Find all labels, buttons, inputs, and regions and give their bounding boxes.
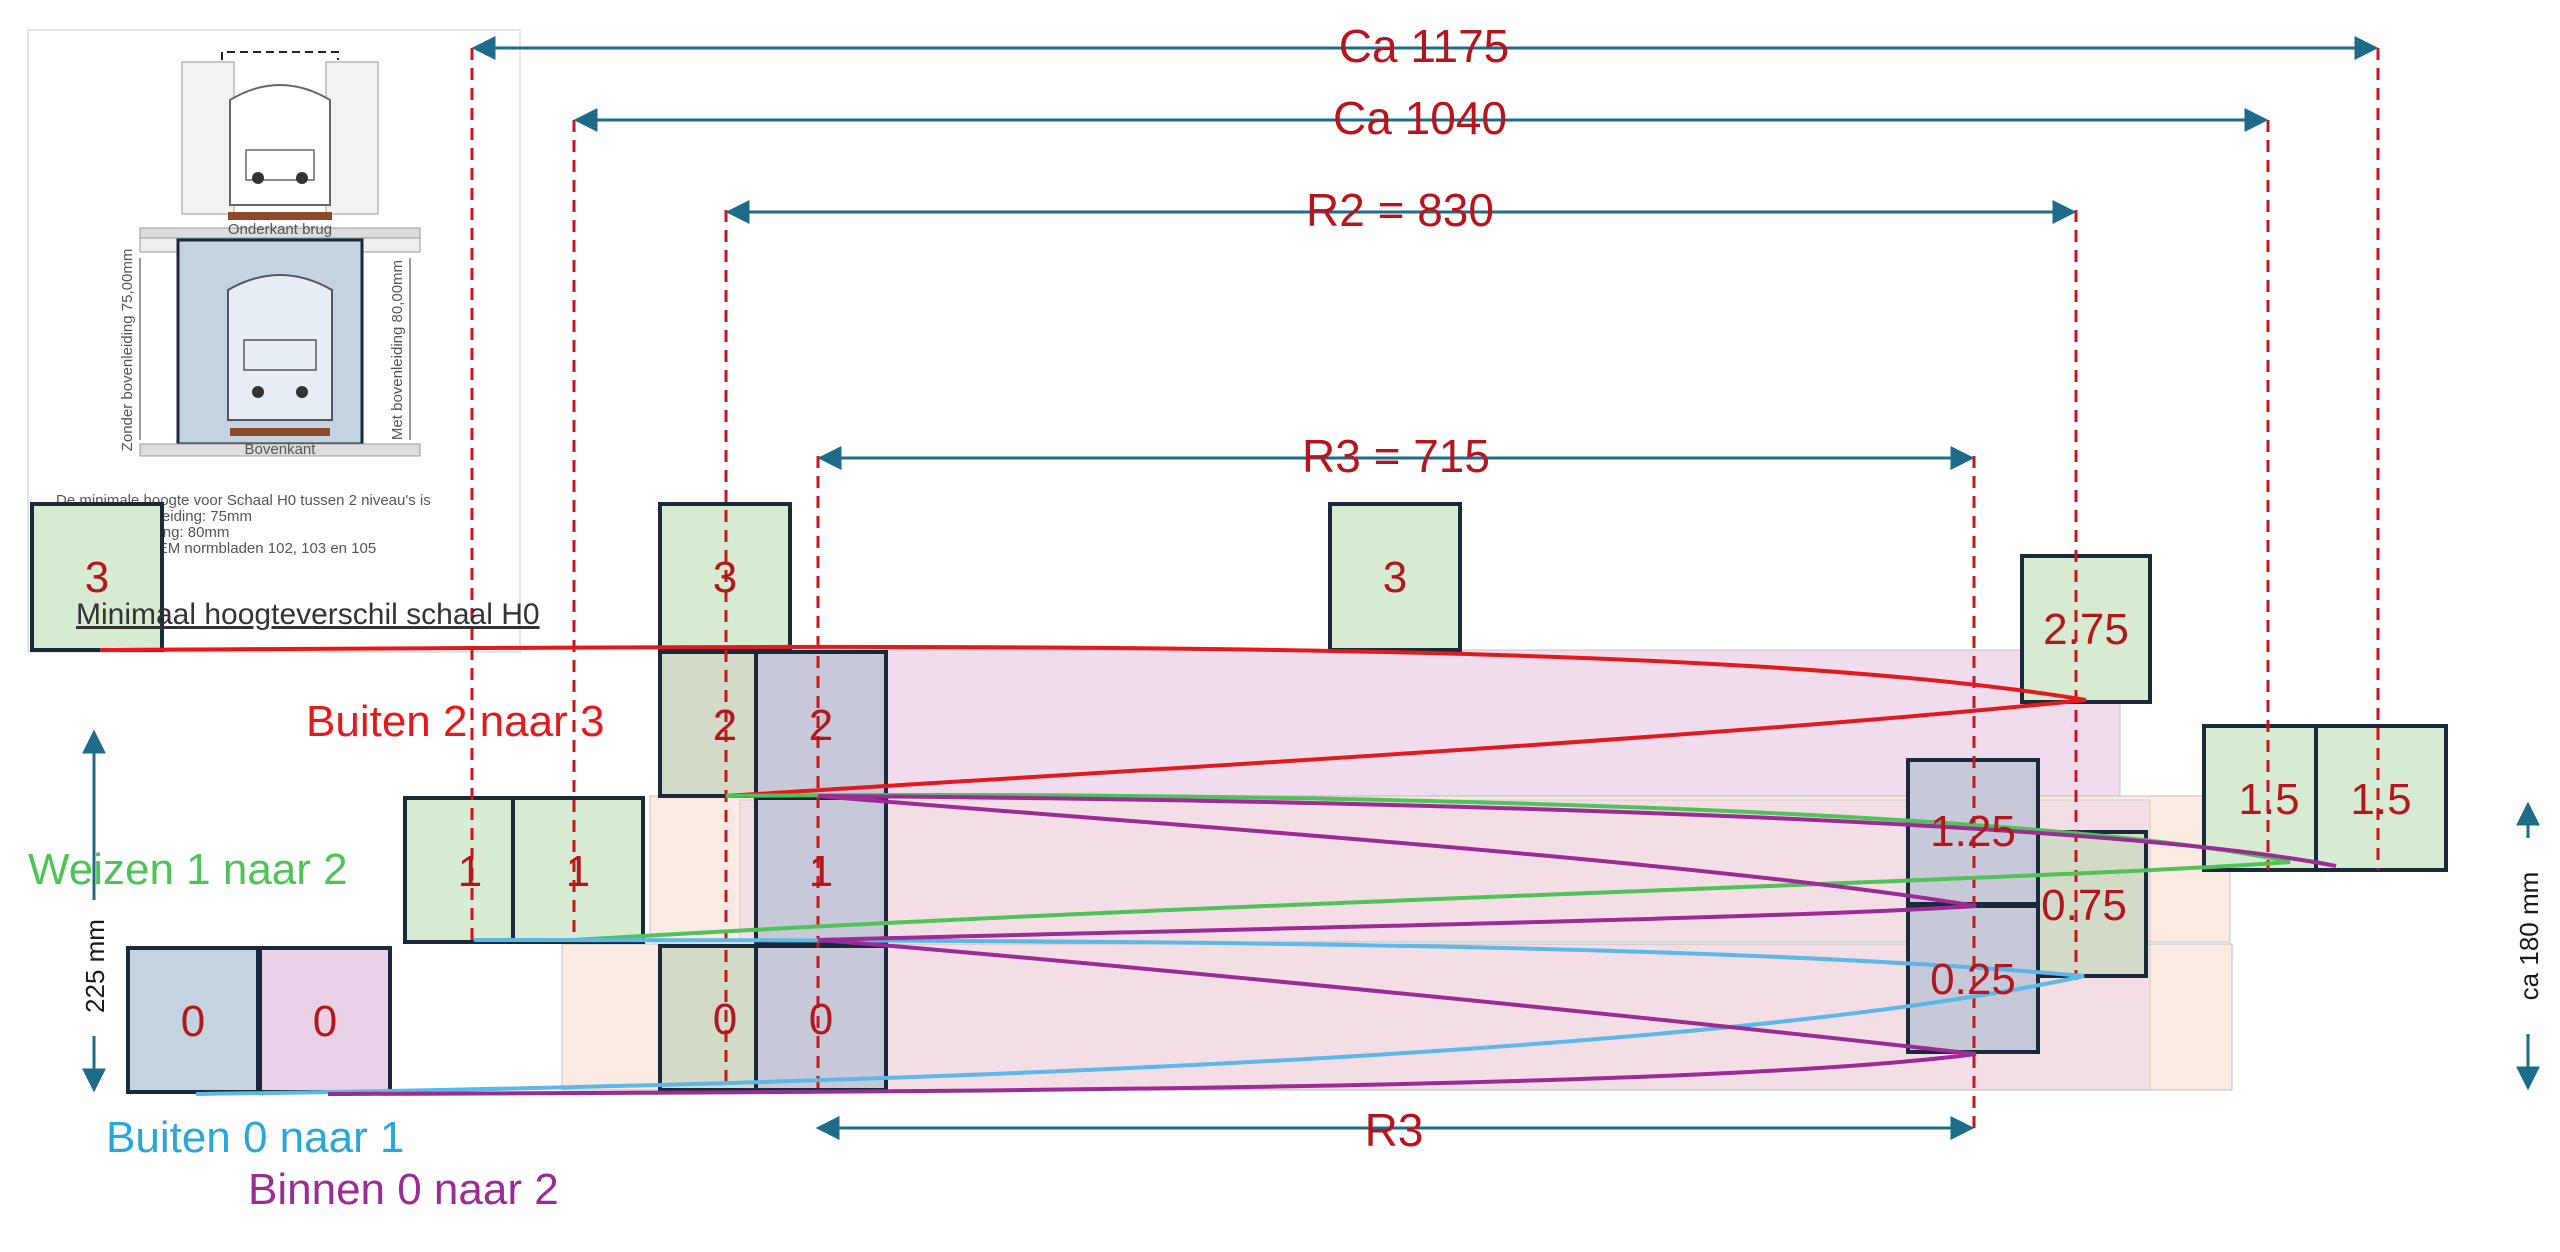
dim-r3-bottom: R3 xyxy=(1365,1104,1424,1156)
level-label-1-b: 1 xyxy=(566,847,590,896)
level-label-0-25: 0.25 xyxy=(1930,955,2016,1004)
box-level-3-inset xyxy=(30,502,164,652)
route-label-weizen-1-2: Weizen 1 naar 2 xyxy=(28,845,348,894)
level-label-0-c: 0 xyxy=(713,995,737,1044)
level-label-0-a: 0 xyxy=(181,997,205,1046)
dim-r2: R2 = 830 xyxy=(1306,184,1494,236)
height-label-right: ca 180 mm xyxy=(2514,872,2544,1001)
route-label-buiten-0-1: Buiten 0 naar 1 xyxy=(106,1113,404,1162)
level-label-1-5-b: 1.5 xyxy=(2350,775,2411,824)
dimension-lines xyxy=(82,36,2540,1140)
box-level-1-c xyxy=(754,796,888,944)
route-buiten-2-3-curve xyxy=(99,644,2087,798)
inset-side-left: Zonder bovenleiding 75,00mm xyxy=(119,249,136,452)
level-label-0-b: 0 xyxy=(313,997,337,1046)
box-level-2-b xyxy=(754,650,888,798)
level-label-1-a: 1 xyxy=(458,847,482,896)
dim-ca-1040: Ca 1040 xyxy=(1333,92,1507,144)
level-label-3-b: 3 xyxy=(1383,553,1407,602)
level-label-3-a: 3 xyxy=(713,553,737,602)
inset-bottom-label: Bovenkant xyxy=(245,441,317,458)
box-level-1-5-b xyxy=(2314,724,2448,872)
box-level-0-d xyxy=(754,944,888,1092)
level-label-0-75: 0.75 xyxy=(2041,881,2127,930)
dim-r3: R3 = 715 xyxy=(1302,430,1490,482)
lower-tunnel-drawing: Zonder bovenleiding 75,00mm Met bovenlei… xyxy=(119,221,421,458)
route-binnen-0-2-curve xyxy=(327,794,2337,1096)
level-label-2-a: 2 xyxy=(713,701,737,750)
dim-ca-1175: Ca 1175 xyxy=(1339,20,1510,72)
route-label-buiten-2-3: Buiten 2 naar 3 xyxy=(306,697,604,746)
route-buiten-0-1-curve xyxy=(195,938,2085,1096)
level-label-2-b: 2 xyxy=(809,701,833,750)
inset-top-label: Onderkant brug xyxy=(228,221,332,238)
inset-side-right: Met bovenleiding 80,00mm xyxy=(389,260,406,440)
level-label-1-5-a: 1.5 xyxy=(2238,775,2299,824)
dashed-guides xyxy=(470,48,2380,1130)
level-label-0-d: 0 xyxy=(809,995,833,1044)
route-label-binnen-0-2: Binnen 0 naar 2 xyxy=(248,1165,559,1214)
box-level-2-75 xyxy=(2020,554,2152,704)
height-label-left: 225 mm xyxy=(80,919,110,1013)
level-label-2-75: 2.75 xyxy=(2043,605,2129,654)
inset-title: Minimaal hoogteverschil schaal H0 xyxy=(76,598,540,631)
level-label-1-25: 1.25 xyxy=(1930,807,2016,856)
route-weizen-1-2-curve xyxy=(573,792,2291,942)
level-label-1-c: 1 xyxy=(809,847,833,896)
box-level-3-b xyxy=(1328,502,1462,652)
box-level-0-a xyxy=(126,946,260,1094)
level-label-3-inset: 3 xyxy=(85,553,109,602)
